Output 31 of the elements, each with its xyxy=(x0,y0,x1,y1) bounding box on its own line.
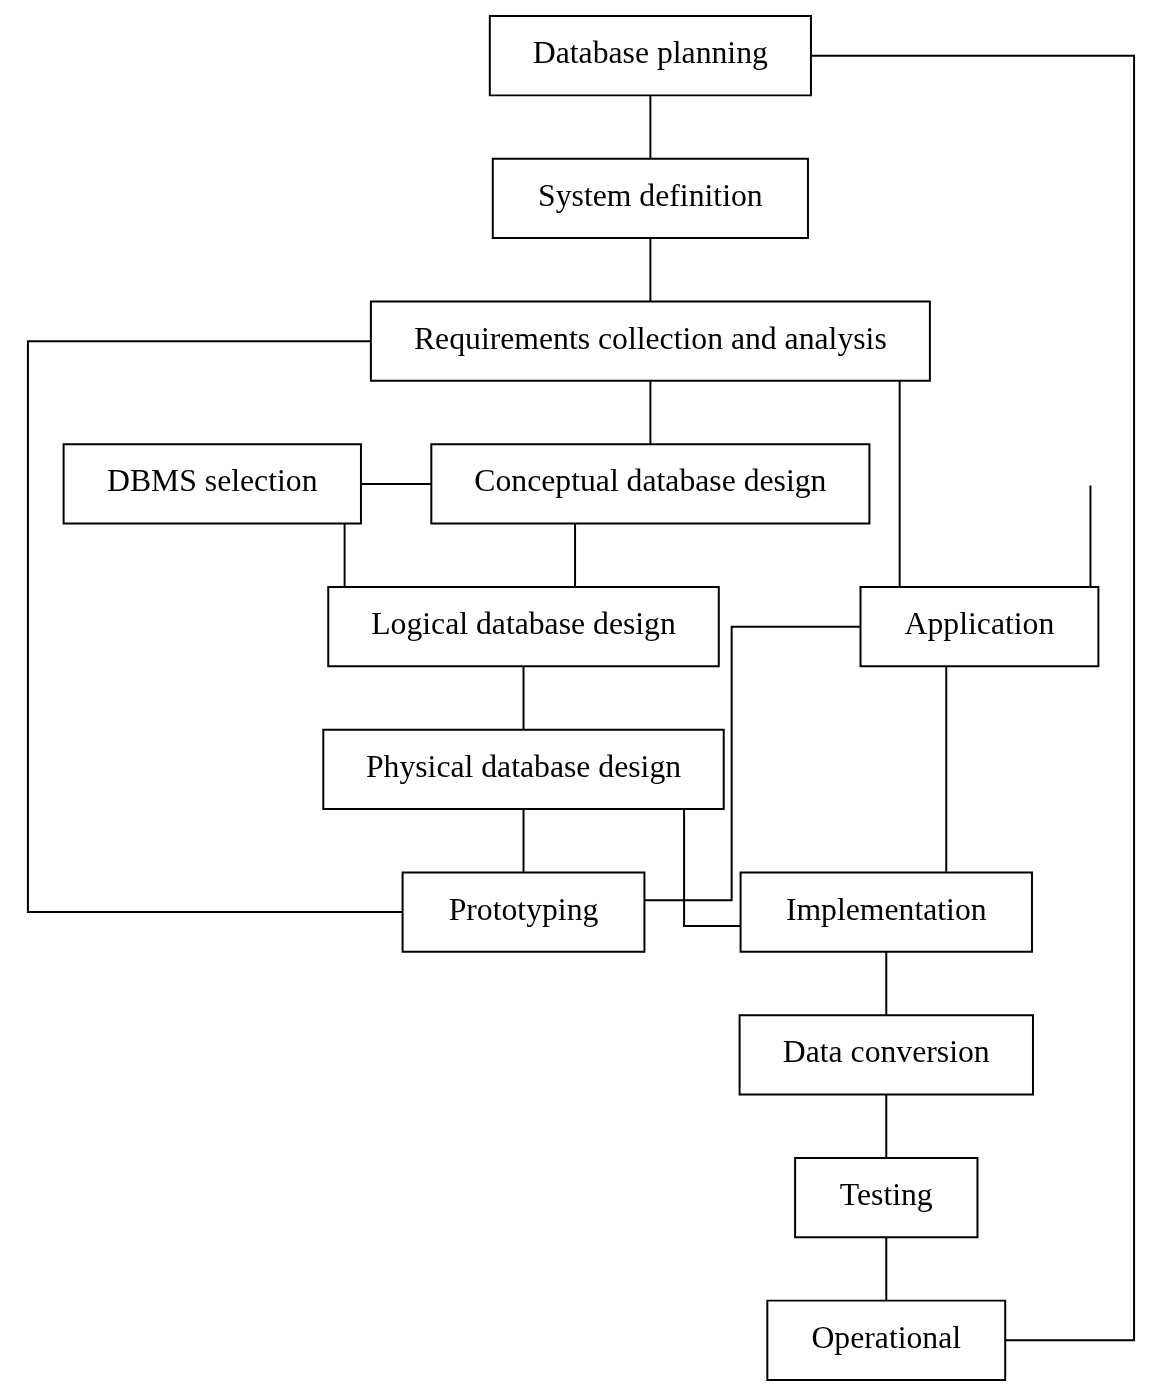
connector xyxy=(359,482,432,485)
connector xyxy=(898,379,901,588)
node-box: Testing xyxy=(793,1156,978,1239)
node-box: Conceptual database design xyxy=(429,443,870,525)
node-box: Operational xyxy=(765,1299,1006,1381)
connector xyxy=(648,237,651,303)
node-box: Implementation xyxy=(739,871,1033,953)
node-box: Prototyping xyxy=(401,871,645,953)
node-box: Database planning xyxy=(488,15,812,97)
connector xyxy=(522,808,524,874)
node-box: Physical database design xyxy=(321,728,725,810)
connector xyxy=(809,54,1135,1342)
connector xyxy=(884,1236,887,1302)
connector xyxy=(884,950,887,1016)
node-box: Data conversion xyxy=(738,1014,1034,1096)
node-box: Application xyxy=(859,586,1099,668)
connector xyxy=(884,1093,887,1159)
connector xyxy=(648,379,651,445)
node-box: Requirements collection and analysis xyxy=(369,300,931,382)
connector xyxy=(944,665,947,873)
connector xyxy=(343,522,346,588)
connector xyxy=(522,665,524,731)
node-box: DBMS selection xyxy=(62,443,362,525)
connector xyxy=(643,625,861,902)
connector xyxy=(26,340,403,914)
connector xyxy=(682,808,741,927)
node-box: Logical database design xyxy=(326,586,720,668)
node-box: System definition xyxy=(491,157,809,240)
connector xyxy=(573,522,576,588)
connector xyxy=(1088,484,1091,588)
connector xyxy=(648,94,651,160)
